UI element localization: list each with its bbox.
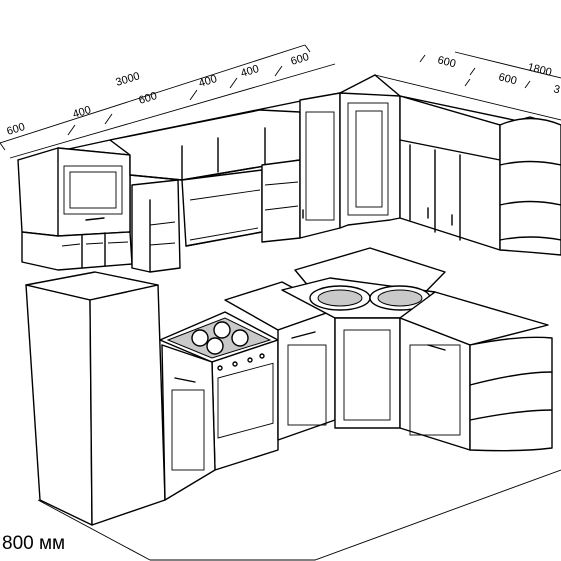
- base-cabinets-right: [399, 291, 553, 452]
- dim-left-seg-6: 600: [289, 51, 310, 68]
- refrigerator: [25, 271, 166, 526]
- upper-cabinets-right: [374, 74, 561, 256]
- footer-dimension-note: 800 мм: [2, 533, 66, 554]
- dim-left-seg-4: 400: [197, 73, 218, 90]
- dim-left-seg-1: 600: [5, 121, 26, 138]
- dim-right-seg-1: 600: [436, 54, 457, 70]
- corner-cabinet: [339, 92, 401, 229]
- dimension-lines: [0, 44, 561, 159]
- dim-right-seg-2: 600: [497, 71, 518, 87]
- dim-right-seg-3: 3: [552, 83, 561, 96]
- dim-left-seg-5: 400: [239, 63, 260, 80]
- dim-right-total: 1800: [526, 61, 553, 79]
- base-cabinets-left: [161, 281, 336, 501]
- dim-left-seg-2: 400: [71, 104, 92, 121]
- sink-counter: [281, 247, 446, 429]
- floor-outline: [37, 469, 561, 561]
- dim-left-total: 3000: [114, 70, 141, 89]
- upper-cabinets-left: [17, 74, 376, 273]
- dimension-labels: 3000 600 400 600 400 400 600 1800 600 60…: [5, 51, 561, 138]
- dim-left-seg-3: 600: [137, 90, 158, 107]
- stove: [159, 311, 279, 471]
